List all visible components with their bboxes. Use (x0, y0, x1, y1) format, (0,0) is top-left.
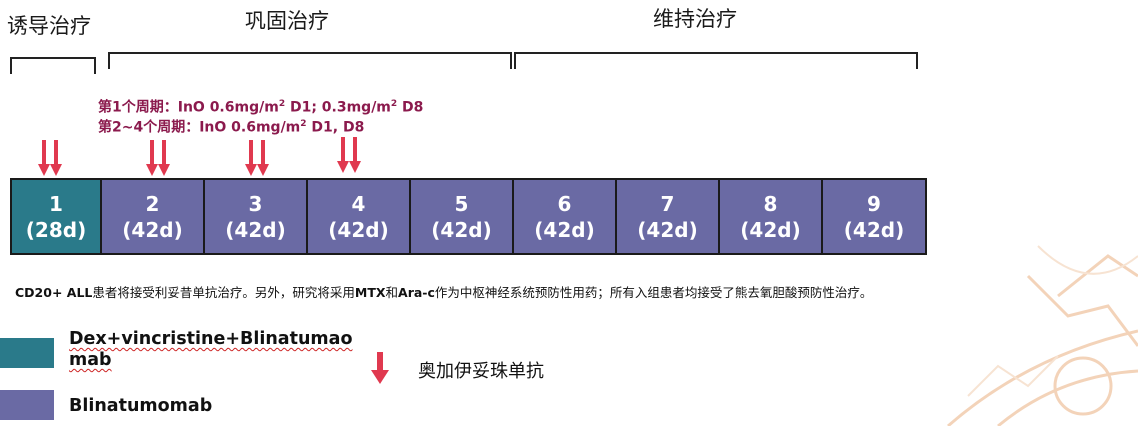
cycle-duration: (42d) (637, 217, 698, 242)
legend-label-blinatumomab: Blinatumomab (69, 396, 213, 416)
cycle-number: 3 (248, 191, 263, 216)
inotuzumab-arrow-icon (245, 140, 269, 176)
legend-label-inotuzumab: 奥加伊妥珠单抗 (418, 361, 544, 382)
inotuzumab-legend-arrow-icon (371, 352, 389, 384)
cycle-duration: (42d) (843, 217, 905, 242)
cycle-number: 1 (49, 191, 63, 216)
cycle-block-7: 7 (42d) (615, 178, 720, 255)
legend-swatch-induction (0, 338, 54, 368)
cycle-duration: (42d) (534, 217, 595, 242)
inotuzumab-arrow-icon (146, 140, 170, 176)
cycle-block-9: 9 (42d) (821, 178, 927, 255)
dosing-cycle-1: 第1个周期：InO 0.6mg/m2 D1; 0.3mg/m2 D8 (98, 99, 424, 116)
decorative-pattern (947, 245, 1138, 426)
cycle-number: 2 (145, 191, 160, 216)
inotuzumab-arrow-icon (38, 140, 62, 176)
cycle-duration: (42d) (328, 217, 389, 242)
cycle-duration: (42d) (122, 217, 183, 242)
cycle-block-8: 8 (42d) (718, 178, 823, 255)
cycle-block-6: 6 (42d) (512, 178, 617, 255)
cycle-block-3: 3 (42d) (203, 178, 308, 255)
cycle-block-5: 5 (42d) (409, 178, 514, 255)
inotuzumab-arrow-icon (337, 137, 361, 173)
cycle-duration: (42d) (740, 217, 801, 242)
cycle-duration: (42d) (225, 217, 286, 242)
bracket-induction (10, 57, 96, 74)
bracket-maintenance (514, 52, 918, 69)
phase-label-consolidation: 巩固治疗 (245, 9, 329, 33)
cycle-number: 8 (763, 191, 778, 216)
cycle-timeline: 1 (28d) 2 (42d) 3 (42d) 4 (42d) 5 (42d) … (10, 178, 927, 255)
legend-label-dex-vincristine-blinatumomab: Dex+vincristine+Blinatumao mab (69, 329, 353, 370)
cycle-block-4: 4 (42d) (306, 178, 411, 255)
cycle-duration: (42d) (431, 217, 492, 242)
dosing-cycles-2-4: 第2~4个周期：InO 0.6mg/m2 D1, D8 (98, 119, 365, 136)
cycle-number: 6 (557, 191, 572, 216)
cycle-number: 4 (351, 191, 366, 216)
cycle-number: 7 (660, 191, 675, 216)
cycle-duration: (28d) (25, 217, 87, 242)
cycle-number: 5 (454, 191, 469, 216)
cycle-block-1: 1 (28d) (10, 178, 102, 255)
cycle-number: 9 (867, 191, 881, 216)
bracket-consolidation (108, 52, 512, 69)
phase-label-maintenance: 维持治疗 (653, 7, 737, 31)
cycle-block-2: 2 (42d) (100, 178, 205, 255)
phase-label-induction: 诱导治疗 (7, 14, 91, 38)
legend-swatch-blinatumomab (0, 390, 54, 420)
treatment-note: CD20+ ALL患者将接受利妥昔单抗治疗。另外，研究将采用MTX和Ara-c作… (15, 285, 873, 300)
